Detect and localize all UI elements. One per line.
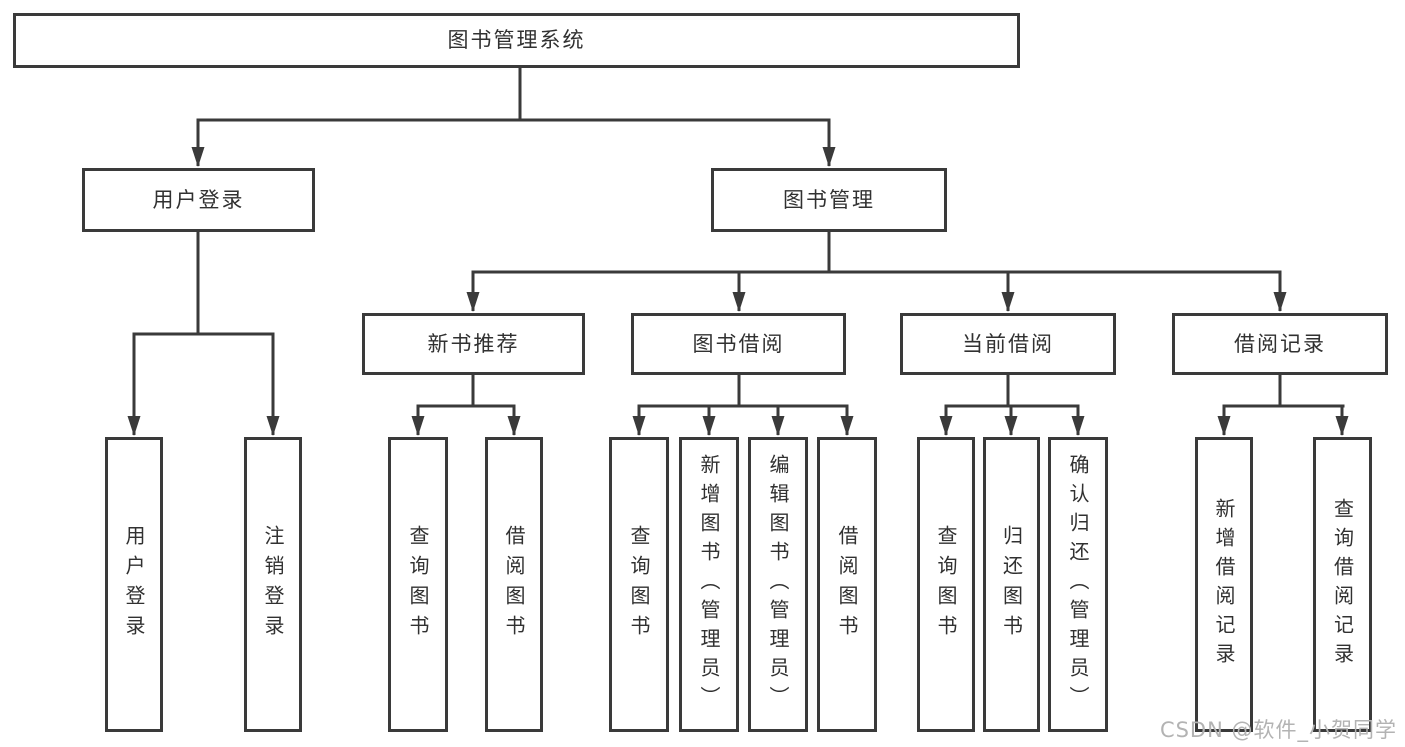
leaf-records-query-record: 查询借阅记录 xyxy=(1313,437,1372,732)
leaf-borrow-borrow-book: 借阅图书 xyxy=(817,437,877,732)
connector-bookmgmt-to-level3 xyxy=(466,232,1287,312)
leaf-recommend-query-book: 查询图书 xyxy=(388,437,448,732)
node-root-library-system: 图书管理系统 xyxy=(13,13,1020,68)
leaf-borrow-edit-book-admin: 编辑图书（管理员） xyxy=(748,437,808,732)
connector-records-to-leaves xyxy=(1217,375,1349,436)
node-book-borrow: 图书借阅 xyxy=(631,313,846,375)
node-current-borrow: 当前借阅 xyxy=(900,313,1116,375)
connector-root-to-level2 xyxy=(191,68,836,167)
connector-borrow-to-leaves xyxy=(632,375,854,436)
leaf-current-query-book: 查询图书 xyxy=(917,437,975,732)
node-book-management: 图书管理 xyxy=(711,168,947,232)
connector-userlogin-to-leaves xyxy=(127,232,280,436)
leaf-current-confirm-return-admin: 确认归还（管理员） xyxy=(1048,437,1108,732)
node-new-book-recommend: 新书推荐 xyxy=(362,313,585,375)
leaf-records-add-record: 新增借阅记录 xyxy=(1195,437,1253,732)
leaf-user-login: 用户登录 xyxy=(105,437,163,732)
csdn-watermark: CSDN @软件_小贺同学 xyxy=(1159,718,1397,742)
leaf-borrow-add-book-admin: 新增图书（管理员） xyxy=(679,437,739,732)
leaf-recommend-borrow-book: 借阅图书 xyxy=(485,437,543,732)
leaf-current-return-book: 归还图书 xyxy=(983,437,1040,732)
connector-current-to-leaves xyxy=(939,375,1085,436)
leaf-logout: 注销登录 xyxy=(244,437,302,732)
connector-recommend-to-leaves xyxy=(411,375,521,436)
node-user-login: 用户登录 xyxy=(82,168,315,232)
leaf-borrow-query-book: 查询图书 xyxy=(609,437,669,732)
node-borrow-records: 借阅记录 xyxy=(1172,313,1388,375)
